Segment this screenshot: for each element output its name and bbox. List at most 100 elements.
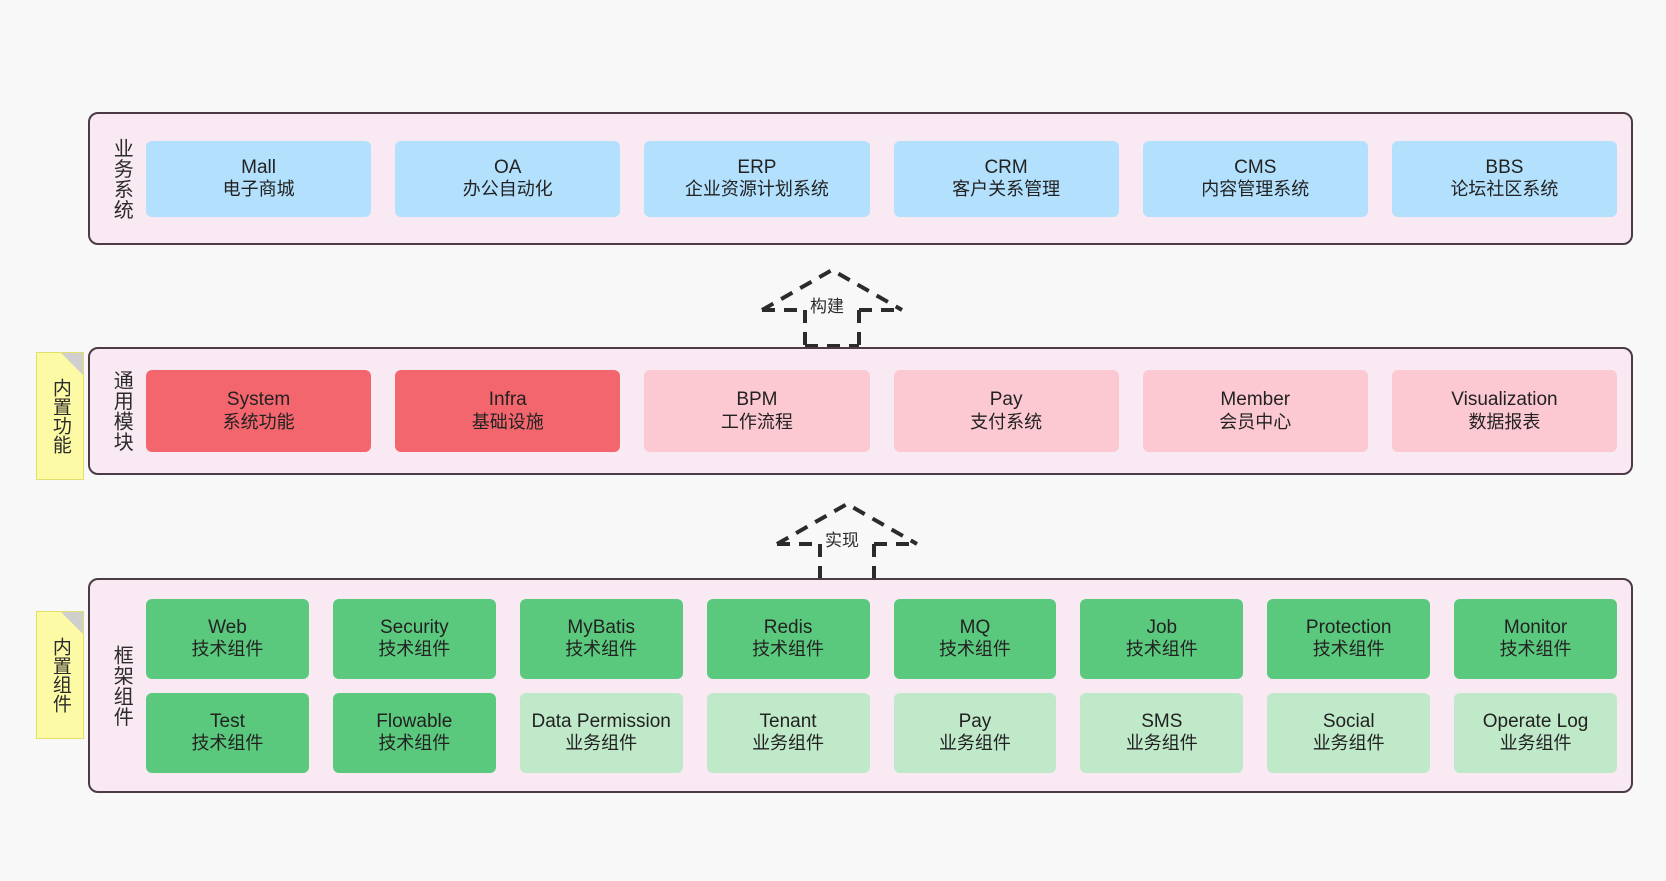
- card-title-cn: 客户关系管理: [952, 179, 1061, 200]
- layer-title-common: 通用模块: [110, 370, 133, 452]
- card-title-en: BBS: [1485, 156, 1524, 178]
- card-title-en: MyBatis: [567, 616, 635, 638]
- card-title-en: Protection: [1305, 616, 1392, 638]
- card-test[interactable]: Test 技术组件: [146, 692, 309, 773]
- card-title-en: Security: [379, 616, 449, 638]
- card-title-en: CMS: [1234, 156, 1277, 178]
- card-title-cn: 会员中心: [1219, 411, 1292, 432]
- note-label: 内置功能: [49, 378, 71, 454]
- card-title-en: Data Permission: [531, 710, 671, 732]
- card-system[interactable]: System 系统功能: [146, 370, 372, 452]
- layer-business-systems: 业务系统 Mall 电子商城 OA 办公自动化 ERP 企业资源计划系统 CRM…: [88, 112, 1633, 245]
- card-title-en: Monitor: [1503, 616, 1568, 638]
- layer-common-modules: 通用模块 System 系统功能 Infra 基础设施 BPM 工作流程 Pay…: [88, 347, 1633, 475]
- card-title-en: SMS: [1141, 710, 1183, 732]
- arrow-build-glyph: [761, 267, 903, 348]
- card-mq[interactable]: MQ 技术组件: [893, 598, 1057, 679]
- layer-framework-components: 框架组件 Web 技术组件 Security 技术组件 MyBatis 技术组件…: [88, 578, 1633, 793]
- card-title-cn: 工作流程: [720, 411, 793, 432]
- card-visualization[interactable]: Visualization 数据报表: [1391, 370, 1618, 452]
- common-card-row: System 系统功能 Infra 基础设施 BPM 工作流程 Pay 支付系统…: [146, 370, 1618, 452]
- card-title-en: Mall: [241, 156, 276, 178]
- card-title-en: BPM: [736, 389, 778, 411]
- card-title-en: OA: [494, 156, 522, 178]
- card-monitor[interactable]: Monitor 技术组件: [1454, 598, 1617, 679]
- card-job[interactable]: Job 技术组件: [1080, 598, 1244, 679]
- card-title-en: CRM: [984, 156, 1028, 178]
- card-cms[interactable]: CMS 内容管理系统: [1142, 140, 1368, 217]
- card-operate-log[interactable]: Operate Log 业务组件: [1454, 692, 1617, 773]
- card-mybatis[interactable]: MyBatis 技术组件: [519, 598, 683, 679]
- card-title-cn: 技术组件: [191, 639, 264, 660]
- card-title-cn: 技术组件: [1312, 639, 1385, 660]
- card-bbs[interactable]: BBS 论坛社区系统: [1391, 140, 1618, 217]
- card-flowable[interactable]: Flowable 技术组件: [332, 692, 496, 773]
- card-social[interactable]: Social 业务组件: [1267, 692, 1431, 773]
- card-title-cn: 业务组件: [938, 733, 1011, 754]
- card-erp[interactable]: ERP 企业资源计划系统: [644, 140, 870, 217]
- card-title-en: Infra: [488, 389, 527, 411]
- framework-business-row: Test 技术组件 Flowable 技术组件 Data Permission …: [146, 692, 1617, 773]
- card-title-en: Pay: [958, 710, 992, 732]
- card-title-cn: 业务组件: [1499, 733, 1572, 754]
- note-builtin-features: 内置功能: [36, 352, 84, 480]
- card-member[interactable]: Member 会员中心: [1142, 370, 1368, 452]
- card-title-cn: 技术组件: [938, 639, 1011, 660]
- card-title-en: MQ: [959, 616, 991, 638]
- arrow-implement-label: 实现: [825, 531, 859, 550]
- card-web[interactable]: Web 技术组件: [146, 598, 309, 679]
- card-title-cn: 内容管理系统: [1201, 179, 1310, 200]
- card-pay-module[interactable]: Pay 支付系统: [893, 370, 1119, 452]
- card-title-en: ERP: [737, 156, 777, 178]
- card-protection[interactable]: Protection 技术组件: [1267, 598, 1431, 679]
- card-title-cn: 业务组件: [1312, 733, 1385, 754]
- layer-title-business: 业务系统: [110, 137, 133, 220]
- card-title-cn: 技术组件: [752, 639, 825, 660]
- card-title-en: Tenant: [759, 710, 817, 732]
- framework-tech-row: Web 技术组件 Security 技术组件 MyBatis 技术组件 Redi…: [146, 598, 1617, 679]
- card-title-en: Flowable: [376, 710, 453, 732]
- card-title-en: Web: [208, 616, 247, 638]
- card-title-cn: 电子商城: [222, 179, 295, 200]
- card-data-permission[interactable]: Data Permission 业务组件: [519, 692, 683, 773]
- business-card-row: Mall 电子商城 OA 办公自动化 ERP 企业资源计划系统 CRM 客户关系…: [146, 140, 1618, 217]
- card-title-cn: 支付系统: [970, 411, 1043, 432]
- card-redis[interactable]: Redis 技术组件: [706, 598, 870, 679]
- arrow-build-label: 构建: [810, 297, 844, 316]
- card-bpm[interactable]: BPM 工作流程: [644, 370, 870, 452]
- card-title-en: Member: [1220, 389, 1291, 411]
- card-security[interactable]: Security 技术组件: [332, 598, 496, 679]
- card-title-cn: 业务组件: [752, 733, 825, 754]
- card-title-cn: 办公自动化: [462, 179, 553, 200]
- card-title-cn: 企业资源计划系统: [684, 179, 829, 200]
- card-mall[interactable]: Mall 电子商城: [146, 140, 372, 217]
- card-title-en: Visualization: [1451, 389, 1558, 411]
- card-title-cn: 论坛社区系统: [1450, 179, 1559, 200]
- card-title-en: System: [226, 389, 291, 411]
- layer-title-framework: 框架组件: [110, 644, 133, 727]
- card-title-cn: 技术组件: [378, 733, 451, 754]
- card-title-en: Job: [1146, 616, 1178, 638]
- card-infra[interactable]: Infra 基础设施: [395, 370, 621, 452]
- card-title-en: Social: [1322, 710, 1375, 732]
- arrow-build: 构建: [745, 258, 920, 348]
- card-sms[interactable]: SMS 业务组件: [1080, 692, 1244, 773]
- card-title-cn: 技术组件: [1125, 639, 1198, 660]
- note-fold-corner-icon: [61, 612, 83, 634]
- layer-body-framework: Web 技术组件 Security 技术组件 MyBatis 技术组件 Redi…: [142, 580, 1631, 791]
- card-title-cn: 技术组件: [1499, 639, 1572, 660]
- card-title-cn: 基础设施: [471, 411, 544, 432]
- card-title-cn: 系统功能: [222, 411, 295, 432]
- card-pay-component[interactable]: Pay 业务组件: [893, 692, 1057, 773]
- card-title-en: Pay: [989, 389, 1023, 411]
- layer-body-common: System 系统功能 Infra 基础设施 BPM 工作流程 Pay 支付系统…: [142, 349, 1631, 473]
- card-title-cn: 业务组件: [565, 733, 638, 754]
- card-oa[interactable]: OA 办公自动化: [395, 140, 621, 217]
- card-title-cn: 业务组件: [1125, 733, 1198, 754]
- card-title-en: Operate Log: [1482, 710, 1589, 732]
- card-tenant[interactable]: Tenant 业务组件: [706, 692, 870, 773]
- card-title-cn: 技术组件: [191, 733, 264, 754]
- card-crm[interactable]: CRM 客户关系管理: [893, 140, 1119, 217]
- card-title-en: Redis: [763, 616, 813, 638]
